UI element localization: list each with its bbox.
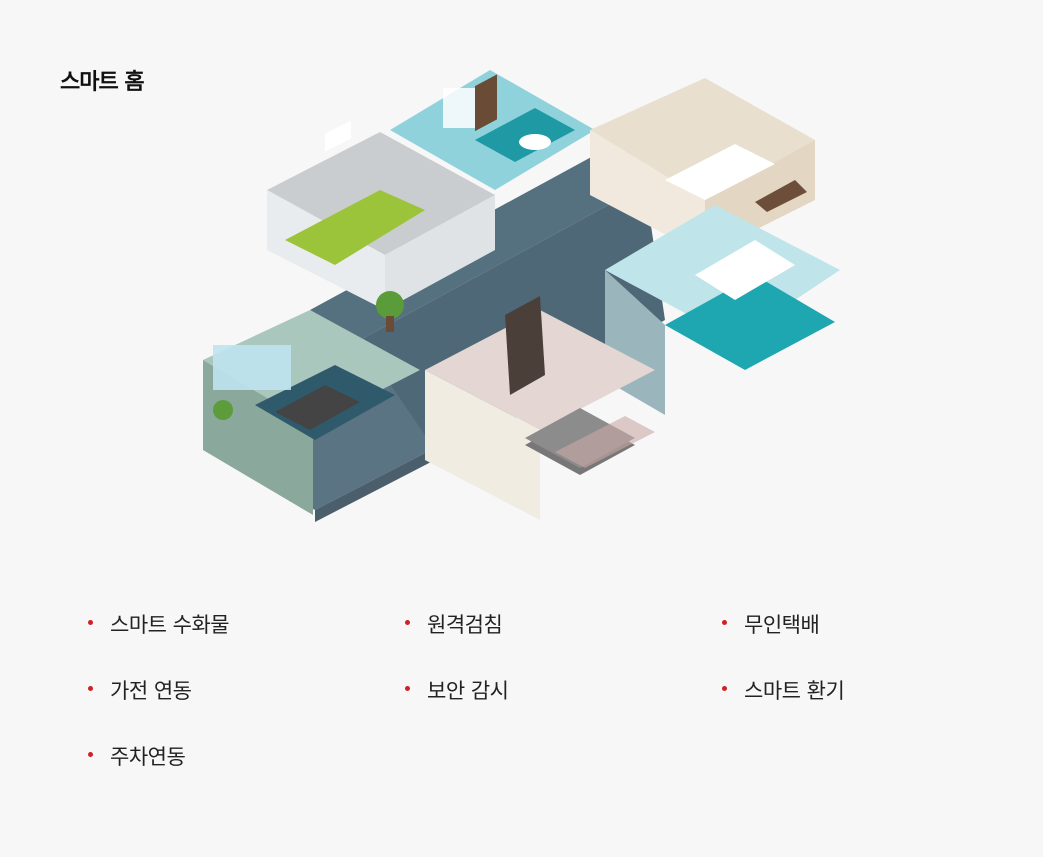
bullet-icon: [88, 752, 93, 757]
list-item: 원격검침: [405, 606, 722, 641]
feature-label: 무인택배: [744, 612, 820, 637]
feature-label: 가전 연동: [110, 678, 192, 703]
feature-label: 원격검침: [427, 612, 503, 637]
list-item: 보안 감시: [405, 672, 722, 707]
list-item: 스마트 환기: [722, 672, 988, 707]
bullet-icon: [722, 620, 727, 625]
bullet-icon: [405, 686, 410, 691]
list-item: 가전 연동: [88, 672, 405, 707]
list-item: 스마트 수화물: [88, 606, 405, 641]
bullet-icon: [88, 686, 93, 691]
feature-label: 스마트 수화물: [110, 612, 230, 637]
list-item: 무인택배: [722, 606, 988, 641]
feature-label: 스마트 환기: [744, 678, 845, 703]
feature-list: 스마트 수화물 원격검침 무인택배 가전 연동 보안 감시 스마트 환기 주차연…: [88, 606, 988, 773]
bullet-icon: [405, 620, 410, 625]
bullet-icon: [88, 620, 93, 625]
feature-label: 주차연동: [110, 744, 186, 769]
list-item: 주차연동: [88, 738, 405, 773]
isometric-house-floorplan-icon: [203, 70, 840, 522]
bullet-icon: [722, 686, 727, 691]
feature-label: 보안 감시: [427, 678, 509, 703]
page-title: 스마트 홈: [60, 70, 145, 95]
